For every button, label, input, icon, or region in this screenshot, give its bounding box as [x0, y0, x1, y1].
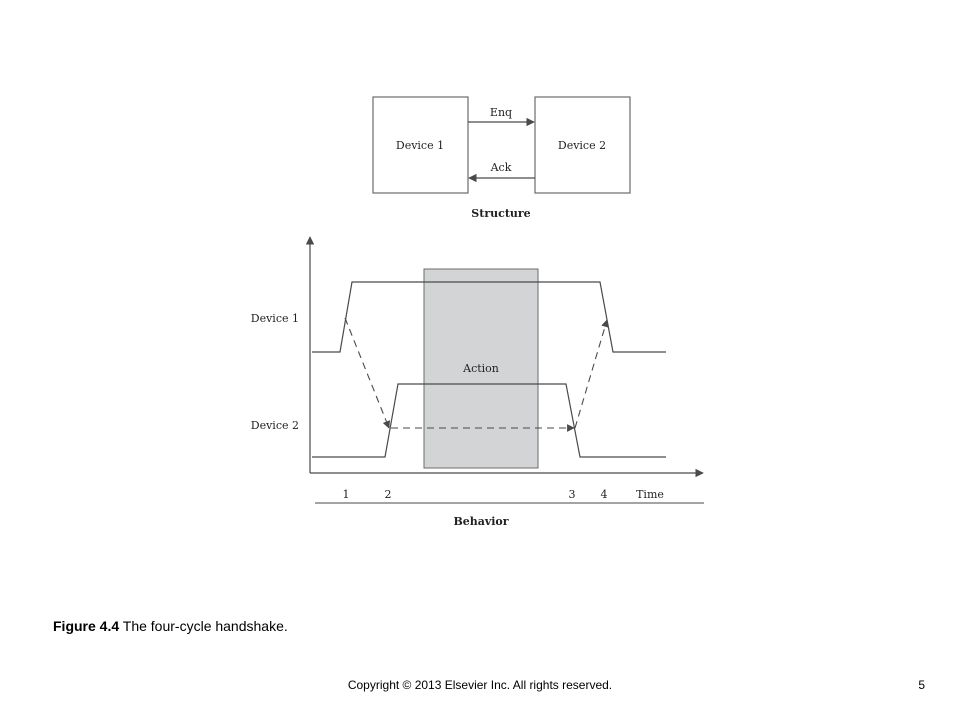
- ack-label: Ack: [490, 161, 512, 174]
- device1-box: [372, 96, 469, 194]
- action-region: [423, 268, 539, 469]
- dashed-arrow-3-to-4: [574, 319, 609, 429]
- device2-box-label: Device 2: [558, 139, 606, 152]
- figure-caption-text: The four-cycle handshake.: [119, 618, 288, 634]
- action-label: Action: [462, 362, 499, 375]
- enq-label: Enq: [490, 106, 512, 119]
- time-label-4: 4: [601, 488, 608, 501]
- time-label-2: 2: [385, 488, 392, 501]
- behavior-device2-label: Device 2: [251, 419, 299, 432]
- copyright-footer: Copyright © 2013 Elsevier Inc. All right…: [347, 678, 613, 692]
- time-label-3: 3: [569, 488, 576, 501]
- dashed-arrow-1-to-2: [344, 317, 391, 429]
- figure-caption: Figure 4.4 The four-cycle handshake.: [53, 618, 288, 634]
- time-axis-label: Time: [636, 488, 664, 501]
- structure-caption: Structure: [471, 207, 530, 220]
- figure-number: Figure 4.4: [53, 618, 120, 634]
- time-label-1: 1: [343, 488, 350, 501]
- device2-box: [534, 96, 631, 194]
- device1-box-label: Device 1: [396, 139, 444, 152]
- behavior-caption: Behavior: [453, 515, 508, 528]
- structure-diagram: Device 1 Device 2 Enq Ack Structure: [372, 96, 631, 220]
- behavior-diagram: Action Device 1 Device 2 1 2 3 4 Time Be…: [251, 236, 704, 528]
- device2-waveform: [312, 383, 666, 458]
- behavior-device1-label: Device 1: [251, 312, 299, 325]
- page-number: 5: [918, 678, 925, 692]
- device1-waveform: [312, 281, 666, 353]
